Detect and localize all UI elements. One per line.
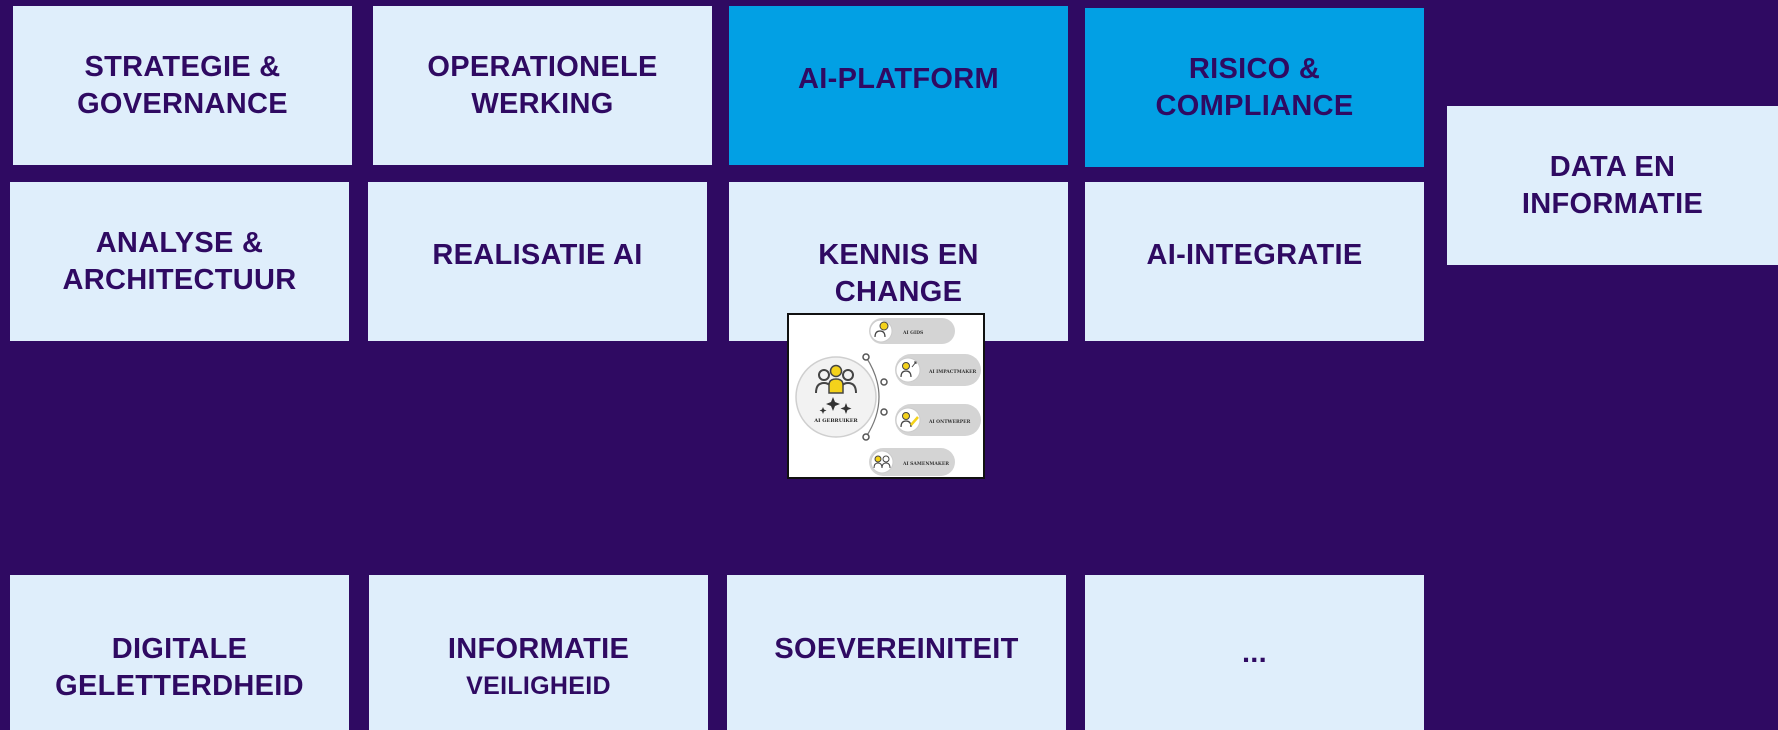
- tile-ai-platform[interactable]: AI-PLATFORM: [729, 6, 1068, 165]
- tile-label-line2: VEILIGHEID: [466, 672, 611, 700]
- tile-more[interactable]: ...: [1085, 575, 1424, 730]
- tile-label-line1: STRATEGIE &: [84, 50, 281, 83]
- tile-label-line1: DIGITALE: [111, 633, 248, 665]
- tile-label-line2: CHANGE: [834, 276, 963, 308]
- tile-label-line1: DATA EN: [1549, 150, 1676, 183]
- role-pill-samenmaker: AI SAMENMAKER: [869, 448, 955, 476]
- tile-data-informatie[interactable]: DATA EN INFORMATIE: [1447, 106, 1778, 265]
- tile-ai-integratie[interactable]: AI-INTEGRATIE: [1085, 182, 1424, 341]
- tile-label-line1: SOEVEREINITEIT: [774, 633, 1019, 665]
- ai-roles-diagram-image[interactable]: AI GEBRUIKER AI GIDS AI IMPACTMAKER: [787, 313, 985, 479]
- tile-realisatie-ai[interactable]: REALISATIE AI: [368, 182, 707, 341]
- center-label: AI GEBRUIKER: [813, 418, 858, 424]
- tile-label-line1: RISICO &: [1188, 52, 1321, 85]
- role-label: AI ONTWERPER: [928, 419, 971, 425]
- tile-label-line1: AI-INTEGRATIE: [1146, 239, 1363, 271]
- tile-strategie-governance[interactable]: STRATEGIE & GOVERNANCE: [13, 6, 352, 165]
- tile-digitale-geletterdheid[interactable]: DIGITALE GELETTERDHEID: [10, 575, 349, 730]
- user-circle: [795, 356, 877, 438]
- connector-arc: [865, 356, 880, 438]
- tile-label-line1: KENNIS EN: [818, 239, 979, 271]
- tile-label-line1: ...: [1241, 637, 1268, 669]
- tile-informatie-veiligheid[interactable]: INFORMATIE VEILIGHEID: [369, 575, 708, 730]
- sparkle-icon: [819, 397, 852, 414]
- tile-label-line2: COMPLIANCE: [1155, 89, 1354, 122]
- role-pill-impactmaker: AI IMPACTMAKER: [895, 354, 981, 386]
- tile-label-line1: INFORMATIE: [447, 633, 630, 665]
- tile-label-line1: AI-PLATFORM: [798, 63, 999, 95]
- role-label: AI GIDS: [902, 330, 923, 336]
- tile-label-line1: ANALYSE &: [95, 226, 264, 259]
- role-label: AI IMPACTMAKER: [928, 369, 977, 375]
- tile-label-line2: WERKING: [471, 87, 614, 120]
- role-pill-gids: AI GIDS: [869, 318, 955, 344]
- tile-label-line1: OPERATIONELE: [427, 50, 658, 83]
- central-user-icon: [828, 364, 844, 394]
- ai-roles-diagram: AI GEBRUIKER AI GIDS AI IMPACTMAKER: [795, 318, 981, 476]
- tile-label-line2: GOVERNANCE: [77, 87, 288, 120]
- tile-label-line1: REALISATIE AI: [432, 239, 643, 271]
- tile-operationele-werking[interactable]: OPERATIONELE WERKING: [373, 6, 712, 165]
- tile-risico-compliance[interactable]: RISICO & COMPLIANCE: [1085, 8, 1424, 167]
- connector-dots: [862, 353, 888, 441]
- tile-label-line2: ARCHITECTUUR: [62, 263, 297, 296]
- tile-analyse-architectuur[interactable]: ANALYSE & ARCHITECTUUR: [10, 182, 349, 341]
- tile-label-line2: GELETTERDHEID: [55, 670, 304, 702]
- tile-label-line2: INFORMATIE: [1521, 187, 1704, 220]
- tile-soevereiniteit[interactable]: SOEVEREINITEIT: [727, 575, 1066, 730]
- role-pill-ontwerper: AI ONTWERPER: [895, 404, 981, 436]
- role-label: AI SAMENMAKER: [902, 461, 949, 467]
